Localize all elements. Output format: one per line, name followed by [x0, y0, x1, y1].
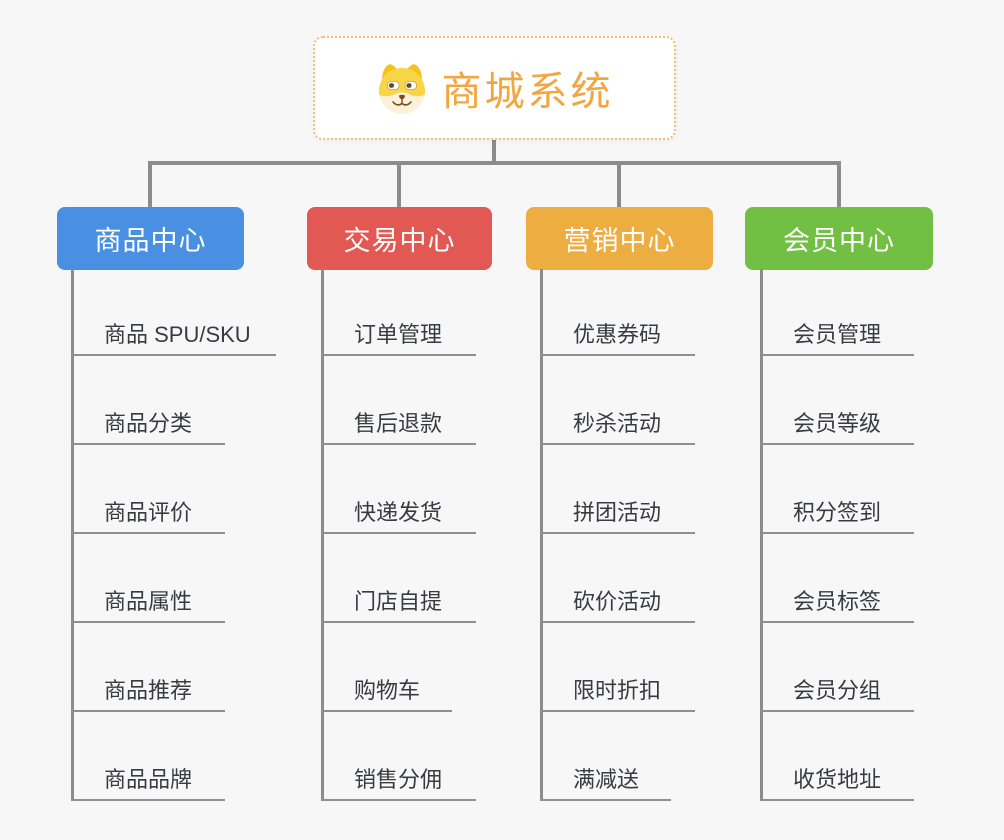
connector-drop-member — [837, 163, 841, 207]
leaf-label: 限时折扣 — [573, 678, 662, 703]
leaf-item[interactable]: 购物车 — [321, 674, 452, 712]
connector-horizontal — [148, 161, 841, 165]
leaf-item[interactable]: 会员标签 — [760, 585, 914, 623]
leaf-item[interactable]: 商品推荐 — [71, 674, 225, 712]
leaf-label: 订单管理 — [354, 322, 443, 347]
leaf-label: 拼团活动 — [573, 500, 662, 525]
branch-header-product[interactable]: 商品中心 — [57, 207, 244, 270]
leaf-item[interactable]: 限时折扣 — [540, 674, 695, 712]
leaf-item[interactable]: 满减送 — [540, 763, 671, 801]
connector-drop-product — [148, 163, 152, 207]
leaf-label: 会员等级 — [793, 411, 882, 436]
branch-header-trade[interactable]: 交易中心 — [307, 207, 492, 270]
leaf-label: 收货地址 — [793, 767, 882, 792]
leaf-item[interactable]: 商品分类 — [71, 407, 225, 445]
leaf-label: 售后退款 — [354, 411, 443, 436]
leaf-label: 满减送 — [573, 767, 640, 792]
leaf-item[interactable]: 拼团活动 — [540, 496, 695, 534]
leaf-label: 会员标签 — [793, 589, 882, 614]
leaf-label: 秒杀活动 — [573, 411, 662, 436]
connector-trunk-marketing — [540, 269, 543, 801]
leaf-label: 商品属性 — [104, 589, 193, 614]
leaf-item[interactable]: 秒杀活动 — [540, 407, 695, 445]
leaf-item[interactable]: 收货地址 — [760, 763, 914, 801]
leaf-item[interactable]: 积分签到 — [760, 496, 914, 534]
branch-header-member[interactable]: 会员中心 — [745, 207, 933, 270]
leaf-item[interactable]: 售后退款 — [321, 407, 476, 445]
leaf-item[interactable]: 快递发货 — [321, 496, 476, 534]
leaf-item[interactable]: 商品 SPU/SKU — [71, 318, 276, 356]
leaf-label: 会员管理 — [793, 322, 882, 347]
root-node[interactable]: 商城系统 — [313, 36, 676, 140]
leaf-item[interactable]: 商品评价 — [71, 496, 225, 534]
leaf-label: 优惠券码 — [573, 322, 662, 347]
leaf-label: 商品分类 — [104, 411, 193, 436]
leaf-item[interactable]: 商品属性 — [71, 585, 225, 623]
connector-root-stub — [492, 139, 496, 163]
root-title: 商城系统 — [441, 70, 614, 114]
leaf-label: 积分签到 — [793, 500, 882, 525]
leaf-label: 快递发货 — [354, 500, 443, 525]
leaf-label: 商品推荐 — [104, 678, 193, 703]
leaf-label: 门店自提 — [354, 589, 443, 614]
branch-header-marketing[interactable]: 营销中心 — [526, 207, 713, 270]
leaf-label: 会员分组 — [793, 678, 882, 703]
leaf-item[interactable]: 订单管理 — [321, 318, 476, 356]
leaf-label: 砍价活动 — [573, 589, 662, 614]
leaf-item[interactable]: 砍价活动 — [540, 585, 695, 623]
leaf-label: 商品 SPU/SKU — [104, 322, 251, 347]
connector-trunk-trade — [321, 269, 324, 801]
dog-face-icon — [378, 64, 425, 114]
leaf-label: 购物车 — [354, 678, 421, 703]
connector-trunk-product — [71, 269, 74, 801]
leaf-item[interactable]: 优惠券码 — [540, 318, 695, 356]
connector-drop-trade — [397, 163, 401, 207]
leaf-item[interactable]: 商品品牌 — [71, 763, 225, 801]
leaf-label: 商品评价 — [104, 500, 193, 525]
connector-drop-marketing — [617, 163, 621, 207]
leaf-item[interactable]: 销售分佣 — [321, 763, 476, 801]
leaf-item[interactable]: 会员管理 — [760, 318, 914, 356]
leaf-label: 销售分佣 — [354, 767, 443, 792]
leaf-label: 商品品牌 — [104, 767, 193, 792]
leaf-item[interactable]: 门店自提 — [321, 585, 476, 623]
connector-trunk-member — [760, 269, 763, 801]
leaf-item[interactable]: 会员分组 — [760, 674, 914, 712]
leaf-item[interactable]: 会员等级 — [760, 407, 914, 445]
